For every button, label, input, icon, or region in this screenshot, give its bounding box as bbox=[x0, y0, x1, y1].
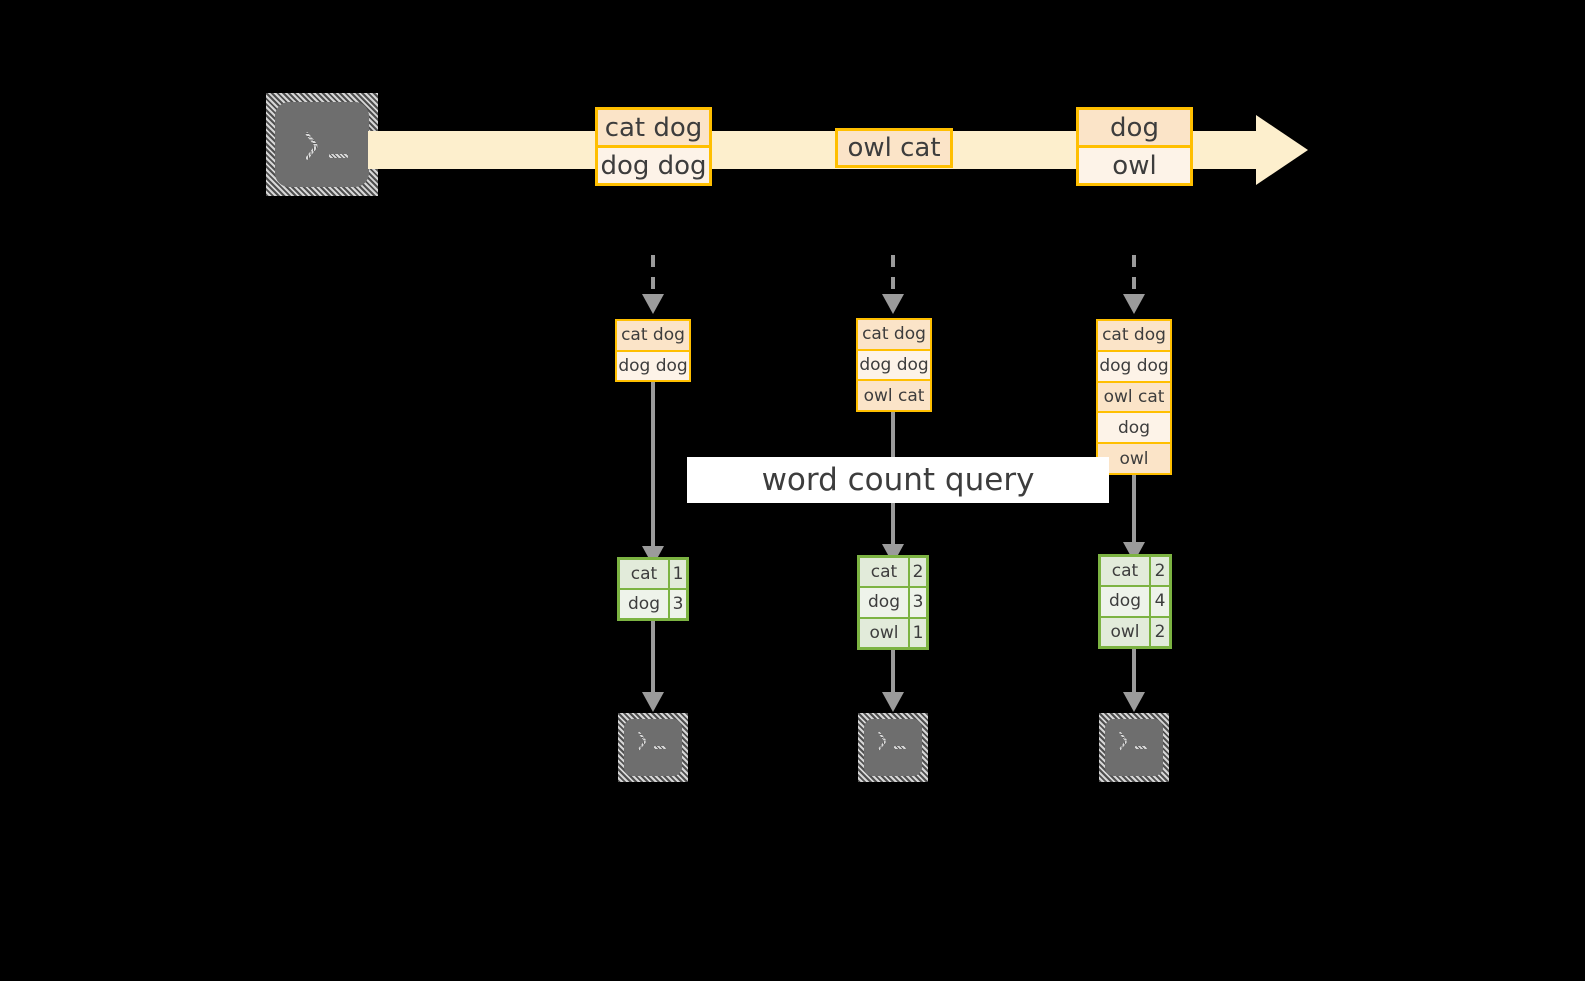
sink-connector-3 bbox=[1132, 649, 1136, 699]
sink-2-prompt-chevron-lower bbox=[877, 740, 887, 751]
query-connector-1 bbox=[651, 382, 655, 554]
result-table-2-row-3: owl 1 bbox=[860, 616, 926, 647]
result-table-3-row-2-count: 4 bbox=[1149, 587, 1169, 616]
stream-group-2-line-1: owl cat bbox=[838, 131, 950, 165]
snapshot-1-line-2: dog dog bbox=[617, 349, 689, 380]
snapshot-1: cat dog dog dog bbox=[615, 319, 691, 382]
result-table-2-row-2-word: dog bbox=[860, 588, 908, 617]
sink-3-prompt-chevron-lower bbox=[1118, 740, 1128, 751]
dashed-connector-2-arrowhead bbox=[882, 294, 904, 314]
result-table-3-row-2-word: dog bbox=[1101, 587, 1149, 616]
sink-2-prompt-underscore bbox=[894, 746, 906, 749]
snapshot-3-line-1: cat dog bbox=[1098, 321, 1170, 350]
result-table-2-row-3-count: 1 bbox=[908, 618, 926, 647]
sink-1-prompt-underscore bbox=[654, 746, 666, 749]
result-table-2-row-2-count: 3 bbox=[908, 588, 926, 617]
stream-group-1-line-2: dog dog bbox=[598, 145, 709, 183]
stream-group-1: cat dog dog dog bbox=[595, 107, 712, 186]
terminal-prompt-underscore bbox=[329, 154, 348, 158]
result-table-3: cat 2 dog 4 owl 2 bbox=[1098, 554, 1172, 649]
result-table-2-row-1-count: 2 bbox=[908, 558, 926, 587]
snapshot-3-line-5: owl bbox=[1098, 442, 1170, 473]
terminal-prompt-chevron-lower bbox=[305, 144, 318, 161]
dashed-connector-1 bbox=[651, 255, 655, 299]
result-table-1: cat 1 dog 3 bbox=[617, 557, 689, 621]
result-table-3-row-2: dog 4 bbox=[1101, 585, 1169, 616]
result-table-3-row-1-count: 2 bbox=[1149, 557, 1169, 586]
word-count-query-banner-label: word count query bbox=[761, 462, 1035, 498]
snapshot-2-line-2: dog dog bbox=[858, 348, 930, 380]
sink-connector-2-arrowhead bbox=[882, 692, 904, 712]
result-table-1-row-1-count: 1 bbox=[668, 560, 686, 588]
result-table-1-row-2: dog 3 bbox=[620, 588, 686, 618]
word-count-query-banner: word count query bbox=[687, 457, 1109, 503]
snapshot-2: cat dog dog dog owl cat bbox=[856, 318, 932, 412]
snapshot-3-line-3: owl cat bbox=[1098, 380, 1170, 412]
sink-1-prompt-chevron-lower bbox=[637, 740, 647, 751]
result-table-2-row-2: dog 3 bbox=[860, 586, 926, 617]
result-table-2-row-1-word: cat bbox=[860, 558, 908, 587]
query-connector-3 bbox=[1132, 475, 1136, 554]
snapshot-3: cat dog dog dog owl cat dog owl bbox=[1096, 319, 1172, 475]
stream-group-3-line-1: dog bbox=[1079, 110, 1190, 145]
sink-connector-3-arrowhead bbox=[1123, 692, 1145, 712]
stream-group-3-line-2: owl bbox=[1079, 145, 1190, 183]
result-table-1-row-2-word: dog bbox=[620, 590, 668, 618]
stream-group-1-line-1: cat dog bbox=[598, 110, 709, 145]
stream-group-2: owl cat bbox=[835, 128, 953, 168]
stream-arrow-head bbox=[1256, 115, 1311, 185]
result-table-3-row-1-word: cat bbox=[1101, 557, 1149, 586]
sink-2-terminal-icon bbox=[858, 713, 928, 782]
result-table-1-row-2-count: 3 bbox=[668, 590, 686, 618]
result-table-2-row-1: cat 2 bbox=[860, 558, 926, 587]
snapshot-2-line-1: cat dog bbox=[858, 320, 930, 349]
sink-1-terminal-icon bbox=[618, 713, 688, 782]
result-table-3-row-3-word: owl bbox=[1101, 617, 1149, 646]
result-table-1-row-1: cat 1 bbox=[620, 560, 686, 588]
sink-3-prompt-underscore bbox=[1135, 746, 1147, 749]
snapshot-3-line-4: dog bbox=[1098, 411, 1170, 443]
stream-group-3: dog owl bbox=[1076, 107, 1193, 186]
result-table-1-row-1-word: cat bbox=[620, 560, 668, 588]
result-table-2: cat 2 dog 3 owl 1 bbox=[857, 555, 929, 650]
source-terminal-icon bbox=[266, 93, 378, 196]
sink-connector-1-arrowhead bbox=[642, 692, 664, 712]
result-table-3-row-3: owl 2 bbox=[1101, 615, 1169, 646]
result-table-3-row-3-count: 2 bbox=[1149, 617, 1169, 646]
result-table-2-row-3-word: owl bbox=[860, 618, 908, 647]
result-table-3-row-1: cat 2 bbox=[1101, 557, 1169, 586]
sink-connector-2 bbox=[891, 650, 895, 699]
snapshot-3-line-2: dog dog bbox=[1098, 349, 1170, 381]
sink-3-terminal-icon bbox=[1099, 713, 1169, 782]
dashed-connector-2 bbox=[891, 255, 895, 299]
sink-connector-1 bbox=[651, 621, 655, 699]
dashed-connector-3 bbox=[1132, 255, 1136, 299]
snapshot-1-line-1: cat dog bbox=[617, 321, 689, 350]
snapshot-2-line-3: owl cat bbox=[858, 379, 930, 411]
dashed-connector-3-arrowhead bbox=[1123, 294, 1145, 314]
dashed-connector-1-arrowhead bbox=[642, 294, 664, 314]
